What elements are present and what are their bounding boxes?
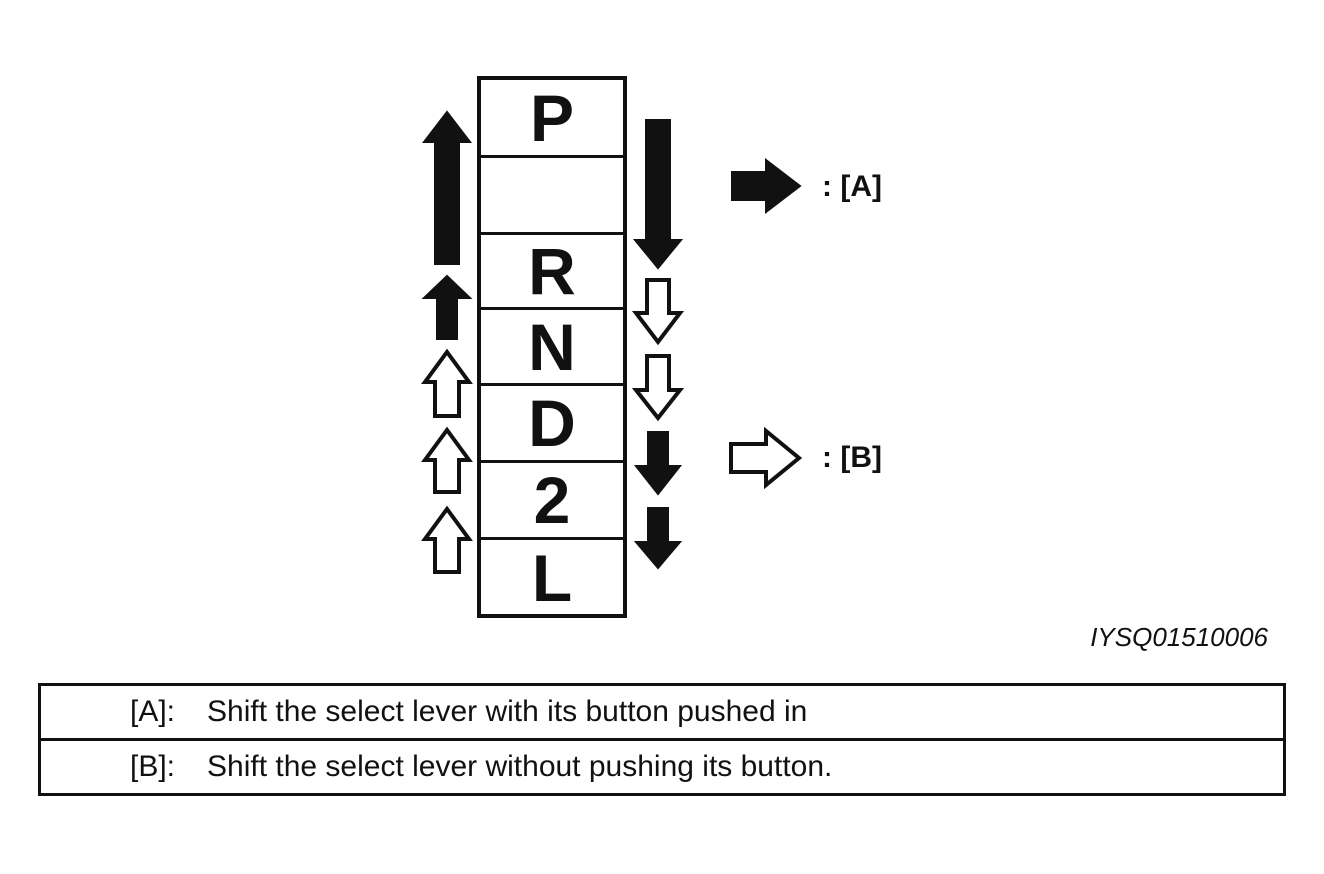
gate-position-d: D [480,386,624,463]
solid-arrow-down-icon [633,507,683,570]
shift-arrows [421,110,803,574]
gate-position-r: R [480,235,624,310]
outline-arrow-up-icon [421,348,473,418]
solid-arrow-down-icon [632,119,684,270]
legend-label-a: : [A] [822,170,882,203]
outline-arrow-down-icon [631,278,685,346]
gate-position-n: N [480,310,624,386]
notes-row: [A]: Shift the select lever with its but… [40,685,1285,740]
solid-arrow-up-icon [421,274,473,340]
gate-position-blank [480,158,624,235]
notes-row: [B]: Shift the select lever without push… [39,738,1285,795]
gate-position-l: L [531,540,573,615]
note-key: [B]: [39,738,175,795]
note-text: Shift the select lever with its button p… [207,695,808,728]
legend-label-b: : [B] [822,441,882,474]
gate-position-2: 2 [480,463,624,540]
note-text: Shift the select lever without pushing i… [207,738,1285,795]
gate-position-p: P [480,80,624,158]
solid-arrow-right-icon [731,157,802,215]
shift-gate-frame [477,76,627,618]
outline-arrow-down-icon [631,354,685,422]
solid-arrow-up-icon [421,110,473,265]
notes-table: [A]: Shift the select lever with its but… [38,683,1286,796]
outline-arrow-up-icon [421,426,473,494]
figure-code: IYSQ01510006 [1090,622,1268,652]
solid-arrow-down-icon [633,431,683,496]
outline-arrow-up-icon [421,505,473,574]
note-key: [A]: [129,695,175,728]
shift-diagram: P R N D 2 L : [A] : [B] [421,76,882,618]
outline-arrow-right-icon [729,426,803,490]
